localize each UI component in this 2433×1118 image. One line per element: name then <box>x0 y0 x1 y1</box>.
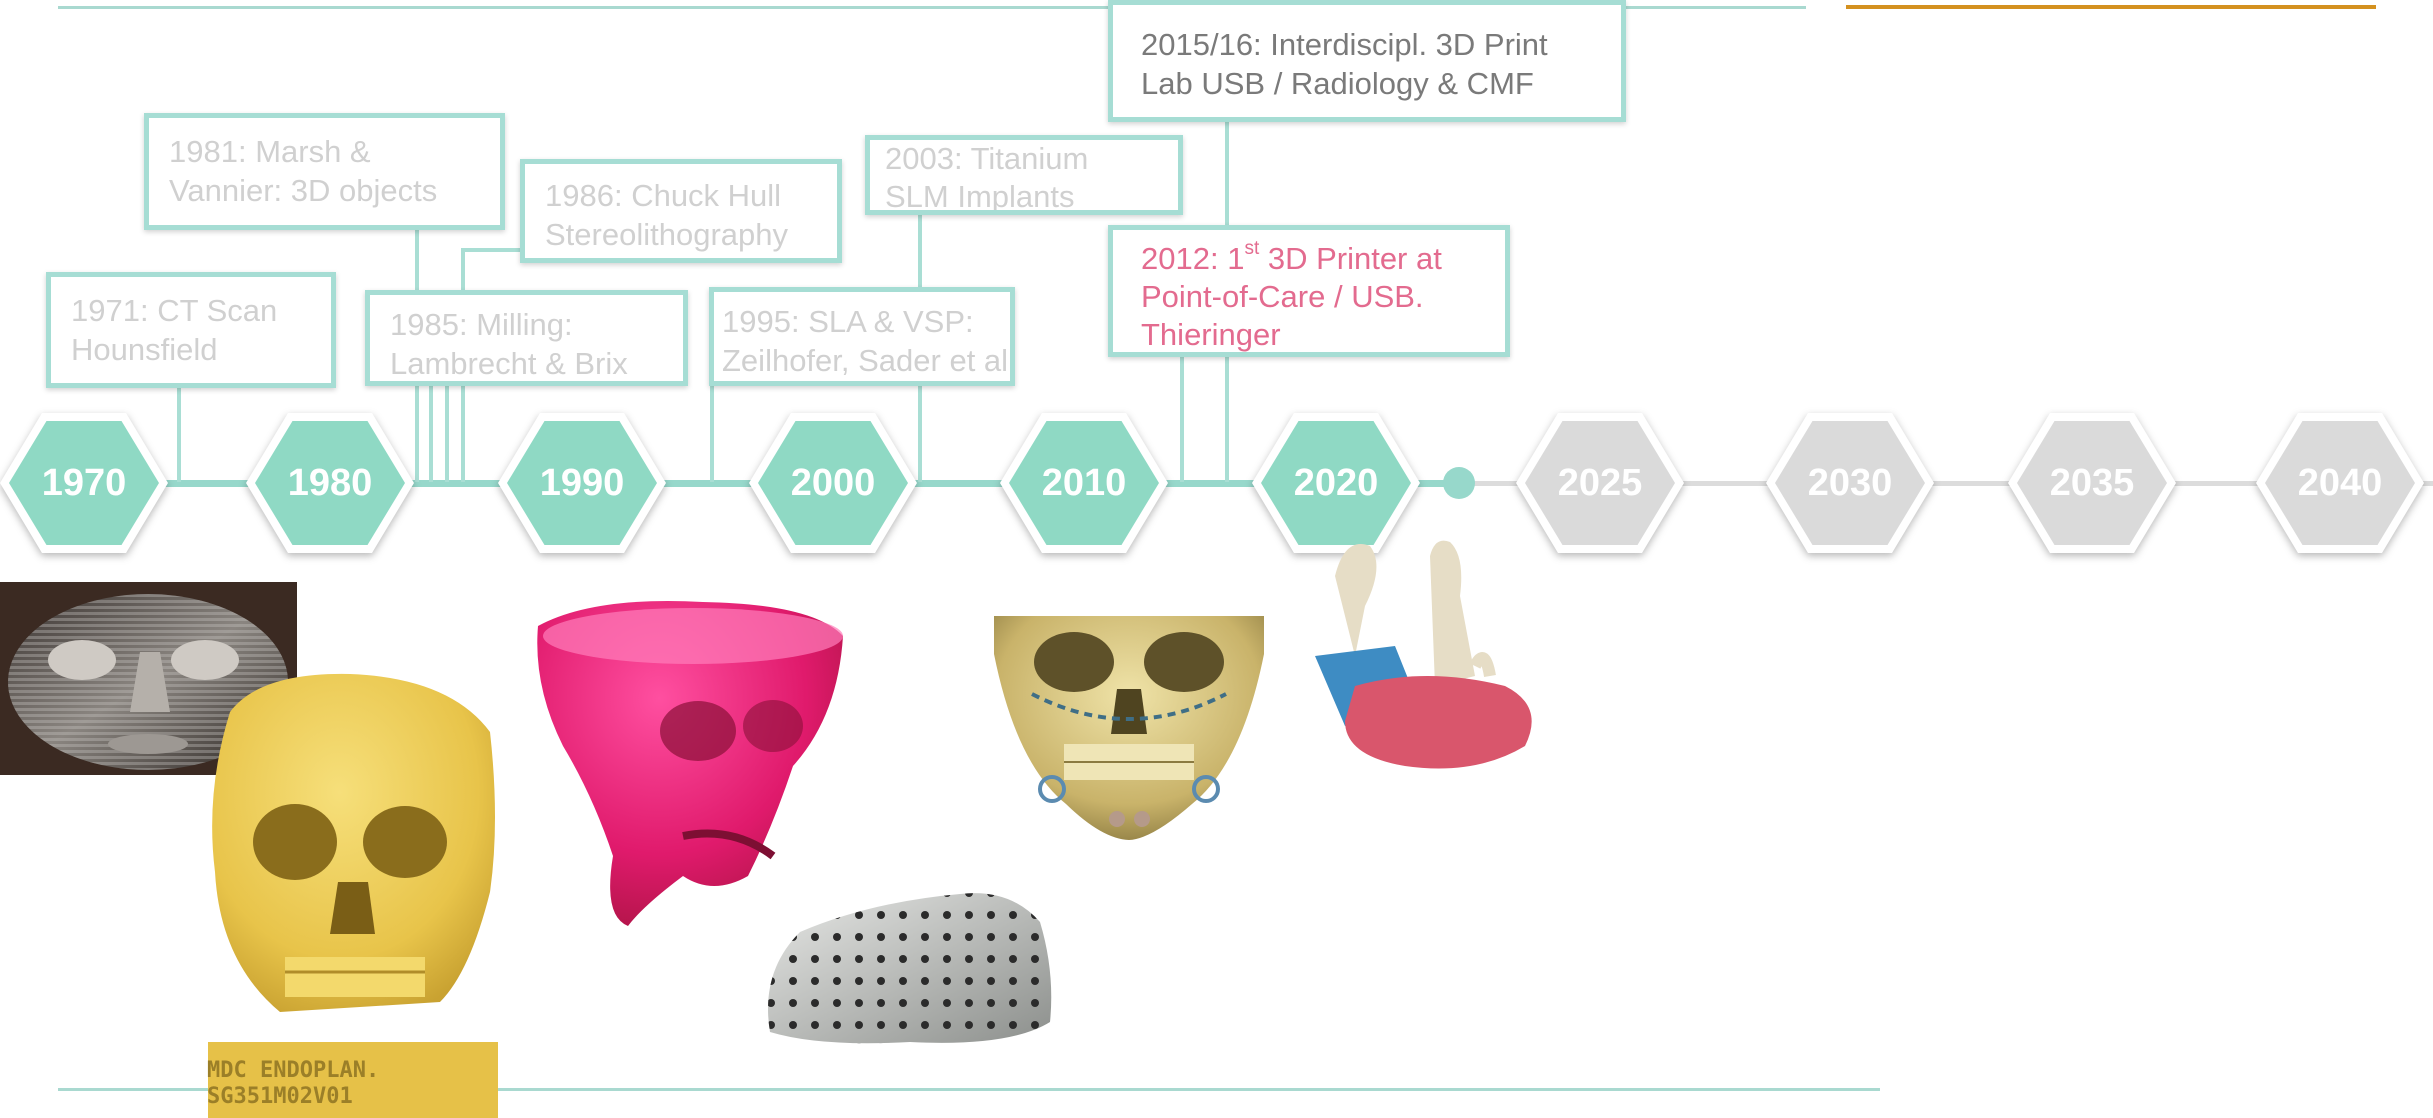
yellow-skull-model-photo <box>208 673 498 1118</box>
event-2003-box: 2003: Titanium SLM Implants <box>865 135 1183 215</box>
connector-1995 <box>710 384 714 482</box>
event-1981-line1: 1981: Marsh & <box>169 134 371 169</box>
year-hex-2020: 2020 <box>1252 413 1420 553</box>
year-hex-1970: 1970 <box>0 413 168 553</box>
event-1981-line2: Vannier: 3D objects <box>169 173 438 208</box>
event-1985-box: 1985: Milling: Lambrecht & Brix <box>365 290 688 386</box>
event-1995-box: 1995: SLA & VSP: Zeilhofer, Sader et al <box>709 287 1015 386</box>
connector-1986-h <box>461 248 524 252</box>
event-1985-line1: 1985: Milling: <box>390 307 573 342</box>
event-1985-line2: Lambrecht & Brix <box>390 346 628 381</box>
event-1986-line1: 1986: Chuck Hull <box>545 178 782 213</box>
event-1971-box: 1971: CT Scan Hounsfield <box>46 272 336 388</box>
model-engraving-line1: MDC ENDOPLAN. <box>207 1058 380 1083</box>
event-1986-box: 1986: Chuck Hull Stereolithography <box>520 159 842 263</box>
mandible-reconstruction-photo <box>1315 540 1532 769</box>
connector-1971 <box>177 386 181 482</box>
event-2015-line2: Lab USB / Radiology & CMF <box>1141 66 1534 101</box>
year-hex-2040: 2040 <box>2256 413 2424 553</box>
year-hex-2025: 2025 <box>1516 413 1684 553</box>
event-2012-line2: Point-of-Care / USB. <box>1141 279 1424 314</box>
year-hex-1990: 1990 <box>498 413 666 553</box>
event-1995-line1: 1995: SLA & VSP: <box>722 304 974 339</box>
year-hex-2035: 2035 <box>2008 413 2176 553</box>
event-2012-line3: Thieringer <box>1141 317 1281 352</box>
model-engraving: MDC ENDOPLAN. SG351M02V01 <box>207 1058 379 1110</box>
connector-1985b <box>445 385 449 482</box>
current-time-dot <box>1443 467 1475 499</box>
event-2012-prefix: 2012: 1 <box>1141 241 1245 276</box>
virtual-planning-skull-photo <box>992 614 1266 844</box>
event-2003-line2: SLM Implants <box>885 179 1075 214</box>
year-hex-1980: 1980 <box>246 413 414 553</box>
top-rule <box>58 6 1806 9</box>
event-1971-line1: 1971: CT Scan <box>71 293 278 328</box>
event-2015-box: 2015/16: Interdiscipl. 3D Print Lab USB … <box>1108 0 1626 122</box>
timeline-line-future <box>1460 481 2433 486</box>
event-2012-superscript: st <box>1244 237 1260 259</box>
event-2012-box: 2012: 1st 3D Printer at Point-of-Care / … <box>1108 225 1510 357</box>
year-hex-2030: 2030 <box>1766 413 1934 553</box>
event-1981-box: 1981: Marsh & Vannier: 3D objects <box>144 113 505 230</box>
event-1971-line2: Hounsfield <box>71 332 218 367</box>
event-2015-line1: 2015/16: Interdiscipl. 3D Print <box>1141 27 1548 62</box>
connector-2012 <box>1180 355 1184 482</box>
accent-rule <box>1846 5 2376 9</box>
magenta-stereolithography-skull-photo <box>537 601 843 926</box>
titanium-implant-photo <box>768 893 1052 1044</box>
model-engraving-line2: SG351M02V01 <box>207 1084 353 1109</box>
event-2012-line1: 2012: 1st 3D Printer at <box>1141 237 1477 278</box>
event-1986-line2: Stereolithography <box>545 217 788 252</box>
year-hex-2010: 2010 <box>1000 413 1168 553</box>
year-hex-2000: 2000 <box>749 413 917 553</box>
event-2003-line1: 2003: Titanium <box>885 141 1089 176</box>
connector-1985a <box>429 385 433 482</box>
event-2012-line1-rest: 3D Printer at <box>1259 241 1442 276</box>
bottom-rule <box>58 1088 1880 1091</box>
event-1995-line2: Zeilhofer, Sader et al <box>722 343 1009 378</box>
